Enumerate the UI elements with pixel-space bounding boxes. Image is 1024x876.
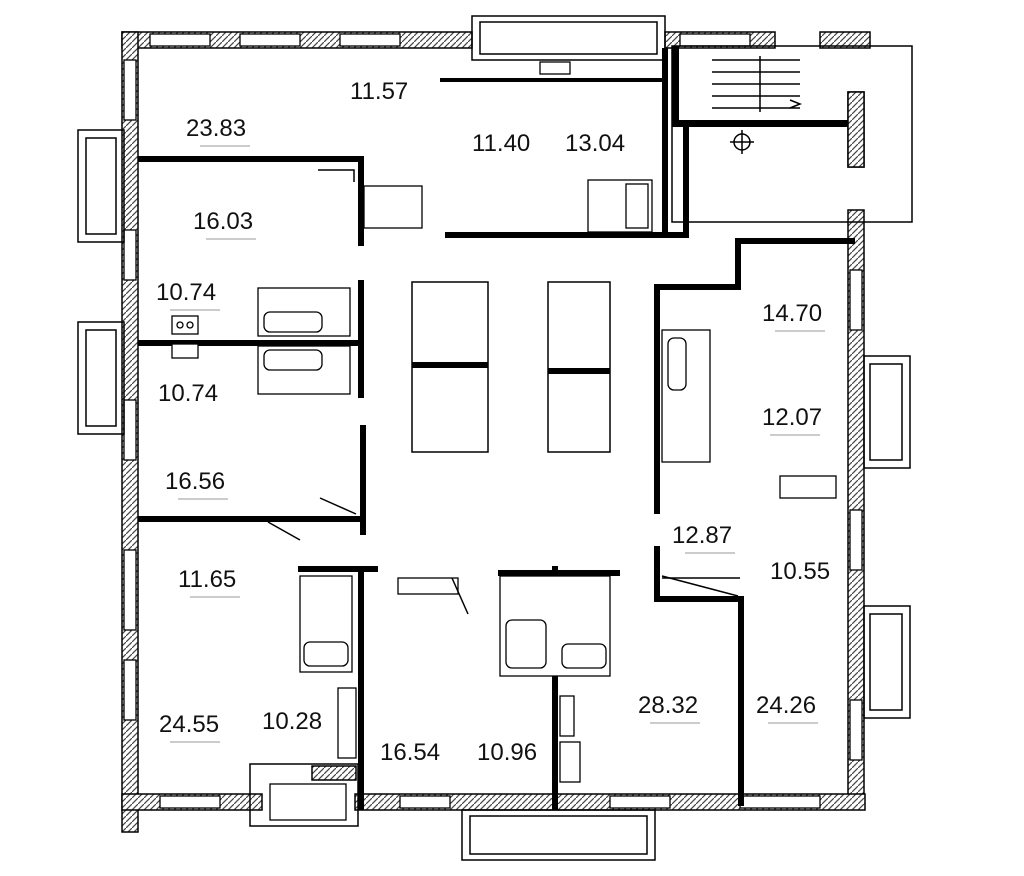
area-label: 10.96 — [477, 739, 537, 766]
door-swing-icon — [267, 169, 740, 615]
area-label: 23.83 — [186, 115, 246, 142]
balcony-left-2 — [77, 321, 125, 435]
area-label: 28.32 — [638, 692, 698, 719]
stair-block — [671, 45, 913, 223]
room-labels: 23.83 11.57 11.40 13.04 16.03 10.74 10.7… — [156, 78, 830, 766]
bottom-windows — [159, 795, 821, 809]
top-windows — [149, 33, 751, 75]
stair-arrow-icon — [712, 56, 803, 112]
area-label: 16.03 — [193, 208, 253, 235]
vent-symbol-icon — [730, 130, 754, 154]
balcony-top — [471, 15, 666, 61]
area-label: 14.70 — [762, 300, 822, 327]
label-underlines — [170, 145, 825, 743]
area-label: 11.40 — [472, 130, 530, 157]
area-label: 11.57 — [350, 78, 408, 105]
area-label: 10.74 — [156, 279, 216, 306]
bathroom-fixtures — [171, 179, 837, 783]
loggia-bottom-left — [249, 763, 359, 827]
area-label: 24.55 — [159, 711, 219, 738]
balcony-bottom — [461, 809, 656, 861]
area-label: 16.54 — [380, 739, 440, 766]
area-label: 11.65 — [178, 566, 236, 593]
balcony-right-1 — [863, 355, 911, 469]
area-label: 24.26 — [756, 692, 816, 719]
area-label: 16.56 — [165, 468, 225, 495]
area-label: 10.28 — [262, 708, 322, 735]
right-windows — [849, 269, 863, 761]
balcony-left-1 — [77, 129, 125, 243]
area-label: 12.07 — [762, 404, 822, 431]
area-label: 13.04 — [565, 130, 625, 157]
balcony-right-2 — [863, 605, 911, 719]
stove-icon — [171, 315, 199, 335]
area-label: 12.87 — [672, 522, 732, 549]
bathtub-icon — [263, 311, 323, 333]
area-label: 10.74 — [158, 380, 218, 407]
area-label: 10.55 — [770, 558, 830, 585]
interior-walls — [138, 48, 855, 810]
